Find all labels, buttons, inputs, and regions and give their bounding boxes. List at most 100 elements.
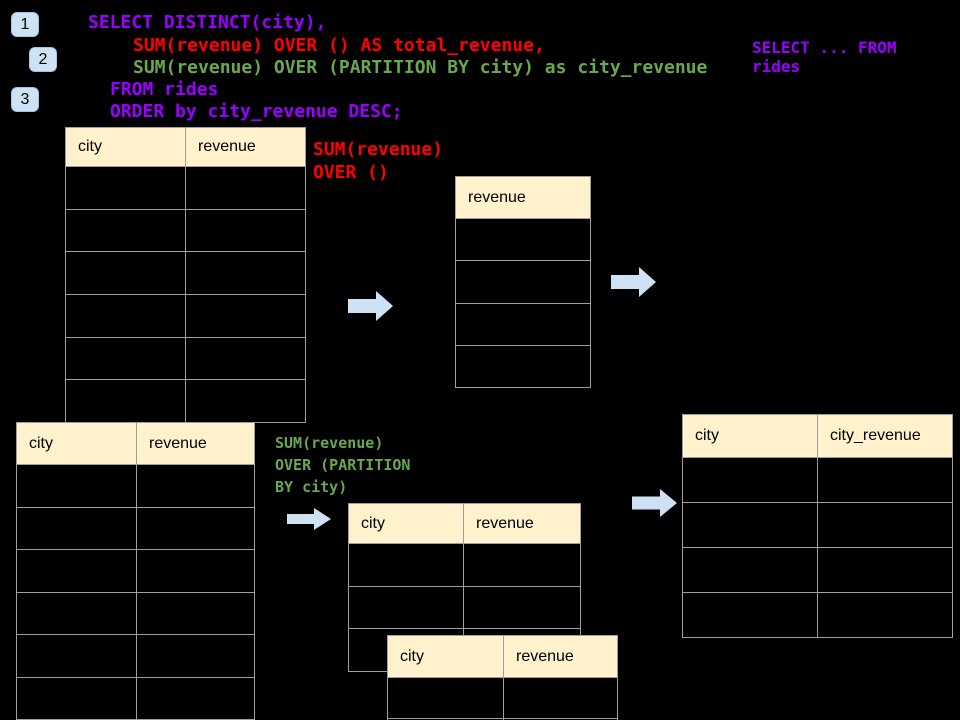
empty-cell (17, 592, 137, 635)
empty-cell (456, 303, 591, 346)
empty-cell (683, 458, 818, 503)
table-row (683, 593, 953, 638)
table-row (66, 252, 306, 296)
table-row (66, 337, 306, 381)
table-row (17, 677, 255, 720)
empty-cell (137, 677, 255, 720)
empty-cell (504, 678, 618, 719)
column-header: revenue (504, 636, 618, 678)
empty-cell (66, 209, 186, 253)
label-partition-line: BY city) (275, 478, 348, 496)
table-row (17, 635, 255, 678)
table-row (456, 303, 591, 346)
empty-cell (137, 507, 255, 550)
empty-cell (349, 544, 464, 587)
empty-cell (66, 252, 186, 296)
table-row (17, 465, 255, 508)
empty-cell (818, 503, 953, 548)
empty-cell (186, 337, 306, 381)
empty-cell (66, 380, 186, 424)
table-row (66, 295, 306, 338)
empty-cell (818, 593, 953, 638)
sql-line-total-revenue: SUM(revenue) OVER () AS total_revenue, (133, 35, 545, 56)
empty-cell (17, 465, 137, 508)
empty-cell (683, 503, 818, 548)
flow-arrow-icon (611, 267, 656, 297)
empty-cell (137, 635, 255, 678)
empty-cell (388, 678, 504, 719)
empty-cell (137, 592, 255, 635)
column-header: revenue (464, 504, 581, 544)
empty-cell (683, 548, 818, 593)
table-row (66, 380, 306, 424)
flow-arrow-icon (632, 489, 677, 517)
table-row (388, 678, 618, 719)
column-header: city (683, 415, 818, 458)
sql-line-select: SELECT DISTINCT(city), (88, 12, 327, 33)
side-note-line: SELECT ... FROM (752, 38, 897, 57)
flow-arrow-icon (287, 508, 331, 530)
table-row (349, 586, 581, 630)
arrow-shape (611, 267, 656, 297)
arrow-shape (348, 291, 393, 321)
table-row (683, 503, 953, 548)
column-header: city (17, 423, 137, 465)
step-badge-1: 1 (11, 12, 39, 37)
table-row (66, 167, 306, 210)
empty-cell (17, 677, 137, 720)
empty-cell (66, 167, 186, 210)
label-total-revenue-line: SUM(revenue) (313, 139, 444, 160)
empty-cell (349, 586, 464, 630)
empty-cell (137, 465, 255, 508)
table-row (456, 219, 591, 262)
label-partition-line: OVER (PARTITION (275, 456, 411, 474)
table-row (349, 544, 581, 587)
table-row (683, 458, 953, 503)
table-row (17, 550, 255, 593)
empty-cell (66, 337, 186, 381)
empty-cell (17, 507, 137, 550)
table-row (456, 345, 591, 389)
column-header: revenue (186, 128, 306, 167)
column-header: revenue (137, 423, 255, 465)
column-header: city (66, 128, 186, 167)
empty-cell (186, 209, 306, 253)
label-total-revenue-line: OVER () (313, 162, 389, 183)
empty-cell (818, 548, 953, 593)
empty-cell (17, 550, 137, 593)
empty-cell (186, 167, 306, 210)
sql-line-from: FROM rides (110, 79, 219, 100)
column-header: city (388, 636, 504, 678)
table-header-row: revenue (456, 177, 591, 219)
table-row (456, 261, 591, 304)
step-badge-2: 2 (29, 47, 57, 72)
table-row (683, 548, 953, 593)
empty-cell (456, 219, 591, 262)
empty-cell (464, 544, 581, 587)
side-note-line: rides (752, 57, 801, 76)
empty-cell (17, 635, 137, 678)
empty-cell (66, 295, 186, 338)
table-row (17, 592, 255, 635)
empty-cell (456, 261, 591, 304)
empty-cell (464, 586, 581, 630)
table-row (17, 507, 255, 550)
empty-cell (186, 380, 306, 424)
empty-cell (456, 345, 591, 389)
sql-line-order: ORDER by city_revenue DESC; (110, 101, 403, 122)
empty-cell (186, 252, 306, 296)
column-header: city_revenue (818, 415, 953, 458)
step-badge-3: 3 (11, 87, 39, 112)
sql-line-city-revenue: SUM(revenue) OVER (PARTITION BY city) as… (133, 57, 708, 78)
arrow-shape (632, 489, 677, 517)
